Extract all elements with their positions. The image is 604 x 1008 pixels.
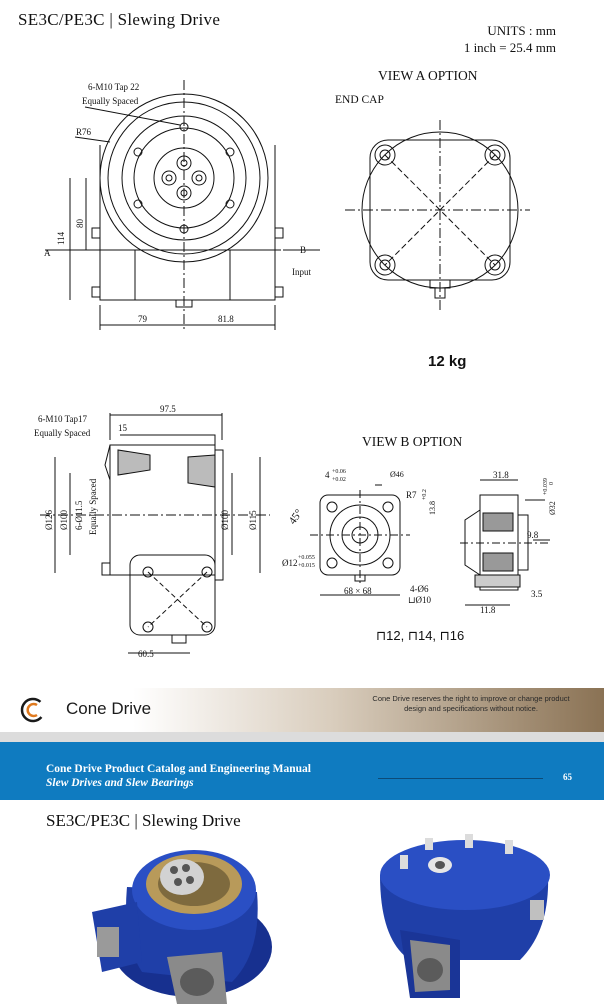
dim-11-8: 11.8 bbox=[480, 605, 496, 615]
dim-79: 79 bbox=[138, 314, 148, 324]
units-line-2: 1 inch = 25.4 mm bbox=[463, 40, 556, 55]
section-title: SE3C/PE3C | Slewing Drive bbox=[46, 811, 241, 830]
view-a-heading: VIEW A OPTION bbox=[378, 68, 478, 83]
view-b-drawing: 4 +0.06 +0.02 Ø46 R7 13.8 +0.2 45° Ø12 +… bbox=[282, 469, 437, 605]
tol-up: +0.06 bbox=[332, 469, 346, 475]
units-note: UNITS : mm 1 inch = 25.4 mm bbox=[464, 22, 556, 56]
brand-name: Cone Drive bbox=[66, 699, 152, 718]
product-image-bottom bbox=[380, 834, 550, 998]
weight-label: 12 kg bbox=[428, 353, 467, 370]
dim-68: 68 × 68 bbox=[344, 586, 372, 596]
dia-32: Ø32 bbox=[548, 501, 557, 515]
dim-100b: Ø100 bbox=[220, 510, 230, 530]
grey-strip bbox=[0, 732, 604, 742]
tol-13-8: +0.2 bbox=[422, 489, 428, 500]
end-cap-drawing bbox=[345, 120, 530, 310]
tol-12-up: +0.055 bbox=[298, 555, 315, 561]
manual-line-2: Slew Drives and Slew Bearings bbox=[46, 777, 194, 789]
page-title: SE3C/PE3C | Slewing Drive bbox=[18, 10, 221, 29]
footer-band bbox=[0, 688, 604, 732]
tol-32-up: +0.039 bbox=[543, 478, 549, 495]
angle-45: 45° bbox=[287, 507, 306, 527]
tap-note-side: 6-M10 Tap17 bbox=[38, 414, 87, 424]
dim-11-5: 6-Ø11.5 bbox=[74, 500, 84, 530]
r7-label: R7 bbox=[406, 490, 417, 500]
label-input: Input bbox=[292, 267, 311, 277]
dim-126: Ø126 bbox=[44, 510, 54, 530]
dim-31-8: 31.8 bbox=[493, 470, 509, 480]
tap-note: 6-M10 Tap 22 bbox=[88, 82, 139, 92]
manual-title: Cone Drive Product Catalog and Engineeri… bbox=[46, 762, 311, 790]
page-number: 65 bbox=[563, 772, 572, 782]
product-image-top bbox=[92, 850, 272, 1004]
dim-9-8: 9.8 bbox=[527, 530, 539, 540]
tol-dn: +0.02 bbox=[332, 477, 346, 483]
banner-rule bbox=[378, 778, 543, 779]
dim-80: 80 bbox=[75, 219, 85, 229]
tap-note-side-2: Equally Spaced bbox=[34, 428, 91, 438]
tol-32-dn: 0 bbox=[549, 482, 555, 485]
label-a: A bbox=[44, 248, 51, 258]
dia-46: Ø46 bbox=[390, 470, 404, 479]
front-view-drawing: 6-M10 Tap 22 Equally Spaced R76 114 80 A… bbox=[44, 80, 320, 330]
manual-line-1: Cone Drive Product Catalog and Engineeri… bbox=[46, 763, 311, 775]
dim-13-8: 13.8 bbox=[428, 501, 437, 515]
equally-spaced: Equally Spaced bbox=[88, 478, 98, 535]
dim-100a: Ø100 bbox=[59, 510, 69, 530]
cbore-label: ⊔Ø10 bbox=[408, 595, 432, 605]
tol-12-dn: +0.015 bbox=[298, 563, 315, 569]
end-cap-label: END CAP bbox=[335, 94, 384, 106]
reserve-note: Cone Drive reserves the right to improve… bbox=[372, 694, 570, 713]
manual-banner bbox=[0, 742, 604, 800]
cone-drive-logo-icon bbox=[20, 697, 46, 723]
dim-114: 114 bbox=[56, 231, 66, 245]
dim-60-5: 60.5 bbox=[138, 649, 154, 659]
dia-12: Ø12 bbox=[282, 558, 298, 568]
holes-label: 4-Ø6 bbox=[410, 584, 429, 594]
view-b-heading: VIEW B OPTION bbox=[362, 434, 463, 449]
dim-97-5: 97.5 bbox=[160, 404, 176, 414]
r76-label: R76 bbox=[76, 127, 92, 137]
dim-3-5: 3.5 bbox=[531, 589, 543, 599]
label-b: B bbox=[300, 245, 306, 255]
dim-81-8: 81.8 bbox=[218, 314, 234, 324]
dim-15: 15 bbox=[118, 423, 128, 433]
dim-115: Ø115 bbox=[248, 510, 258, 530]
side-view-drawing: 6-M10 Tap17 Equally Spaced 97.5 15 Ø126 … bbox=[34, 404, 270, 659]
tap-note-2: Equally Spaced bbox=[82, 96, 139, 106]
units-line-1: UNITS : mm bbox=[487, 23, 556, 38]
section-drawing: 31.8 Ø32 +0.039 0 9.8 3.5 11.8 bbox=[460, 470, 557, 615]
tol-top: 4 bbox=[325, 470, 330, 480]
shaft-options: ⊓12, ⊓14, ⊓16 bbox=[376, 628, 465, 643]
